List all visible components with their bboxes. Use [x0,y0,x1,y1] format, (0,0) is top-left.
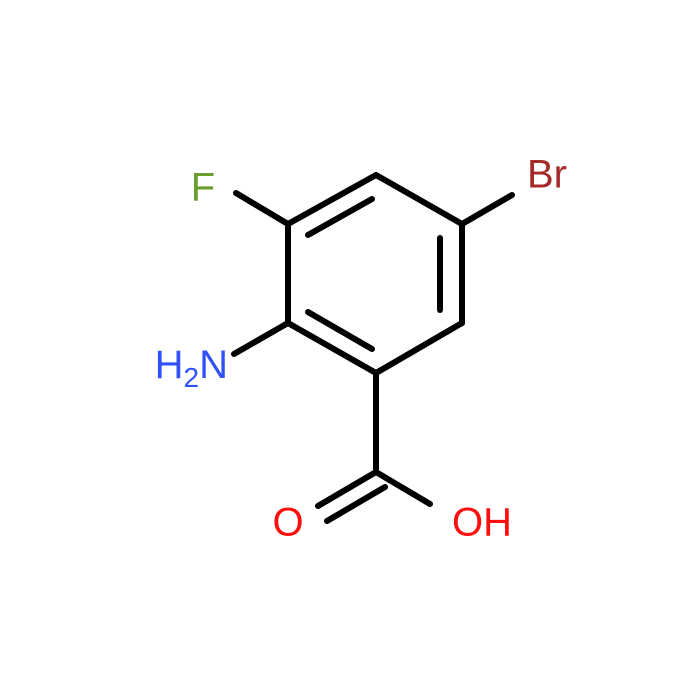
amine-n: N [199,343,228,387]
bond-c-br [459,192,515,227]
bond-c-o-double-2 [324,484,388,524]
atom-label-fluorine: F [191,166,215,210]
bond-group [231,172,515,524]
atom-label-carbonyl-oxygen: O [272,501,303,545]
bond-c-f [233,190,291,227]
bond-c-n [231,320,291,357]
ring-double-bond-inner-top [305,196,375,238]
ring-bond-c4-c5 [373,320,465,376]
ring-bond-c1-c2 [285,172,379,227]
amine-subscript: 2 [184,362,200,393]
amine-h: H [155,343,184,387]
ring-bond-c2-c3 [373,172,465,227]
ring-bond-c5-c6 [285,320,379,376]
atom-label-hydroxyl: OH [452,501,512,545]
ring-double-bond-inner-bottom [305,309,375,352]
atom-label-amine: H2N [155,343,228,393]
bond-c-o-double-1 [315,469,379,509]
atom-label-bromine: Br [527,153,567,197]
bond-c-oh [373,469,433,507]
